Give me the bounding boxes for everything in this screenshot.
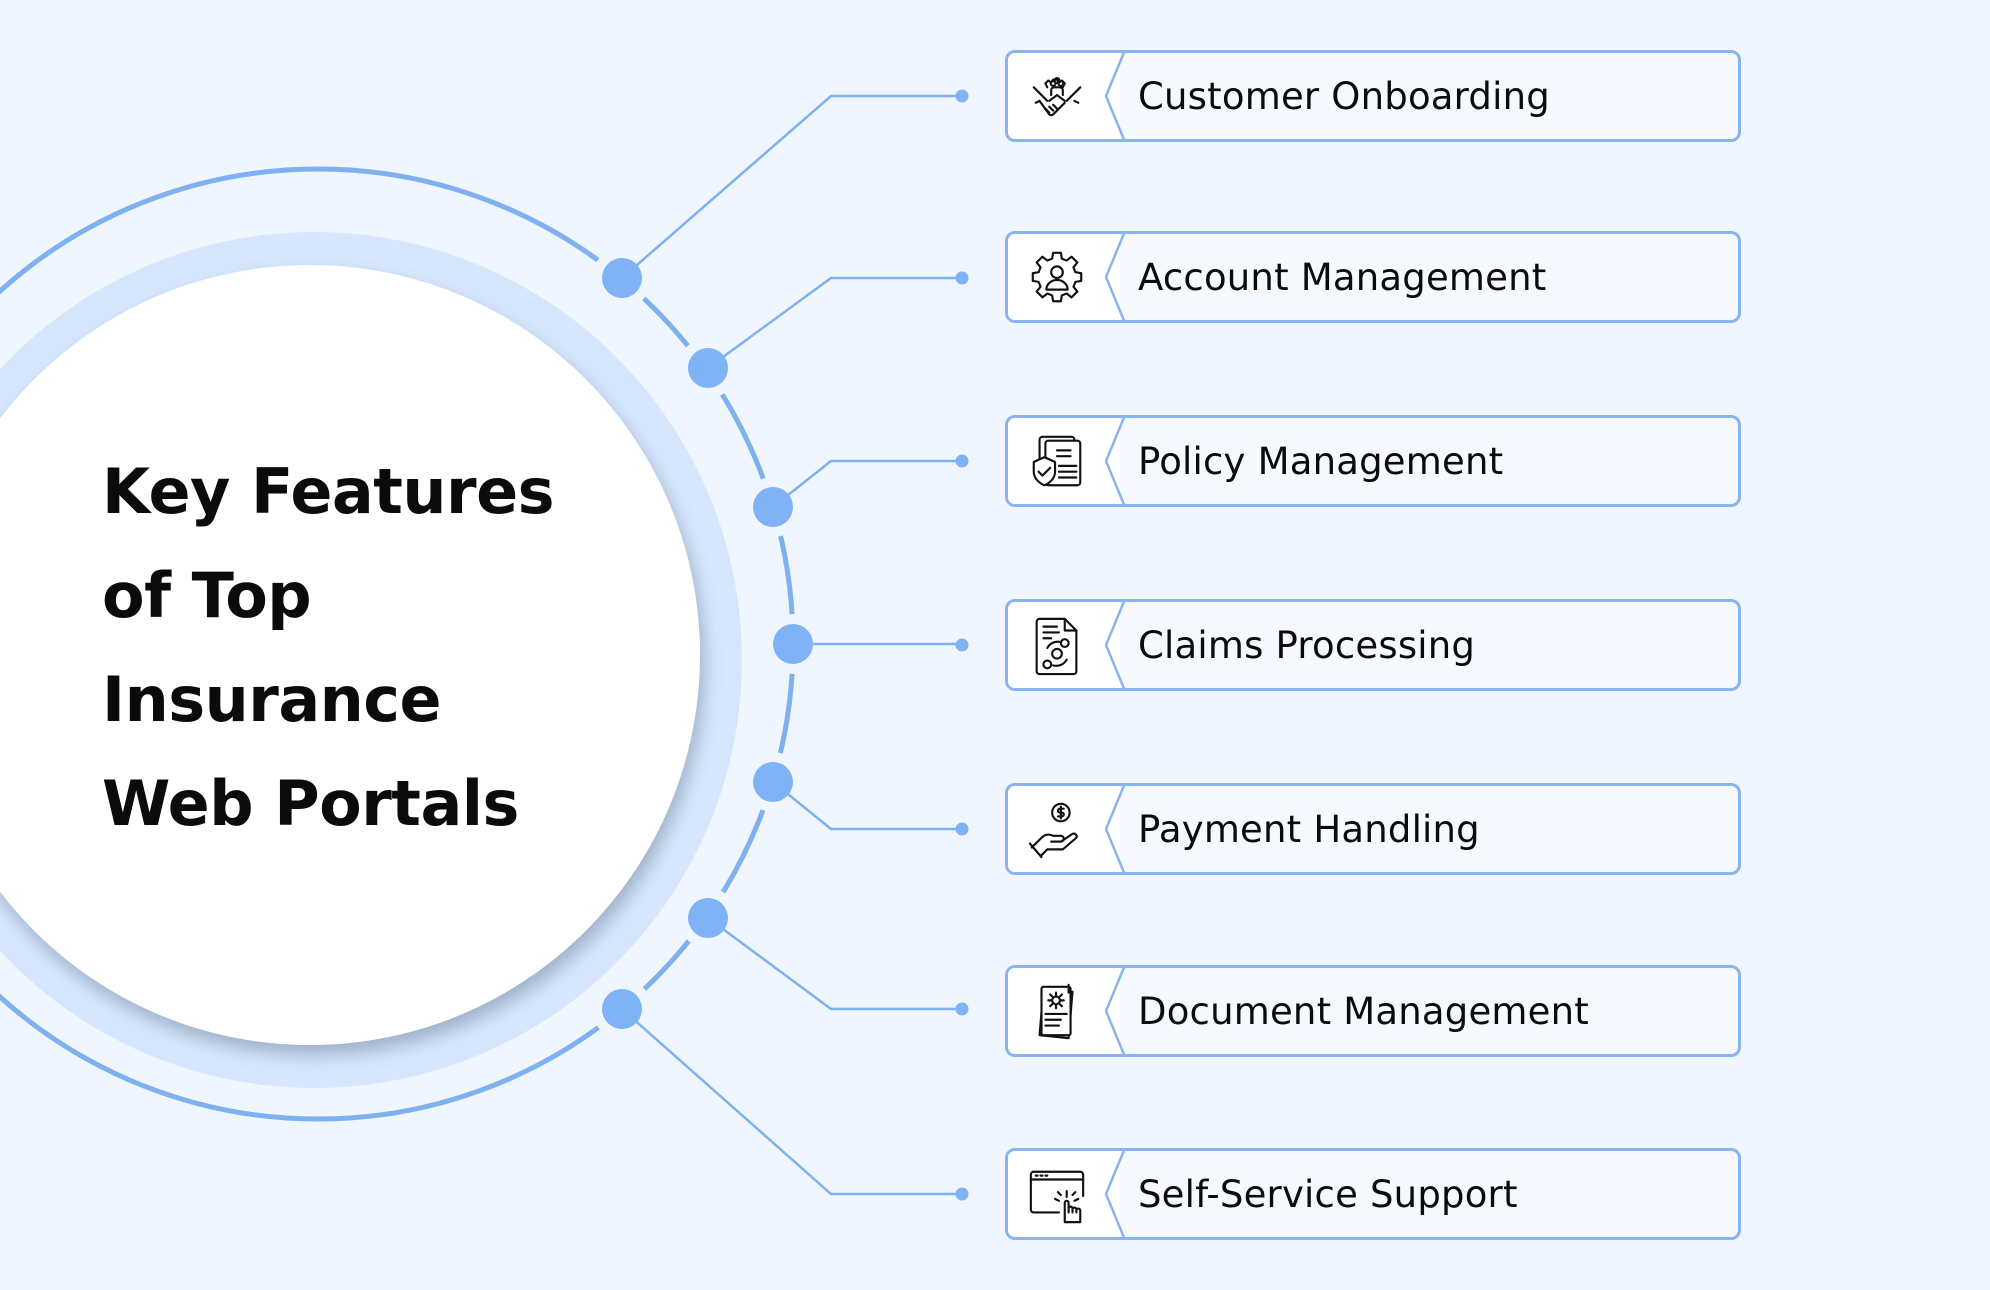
ring-dot-4 (773, 624, 813, 664)
feature-policy-management: Policy Management (1005, 415, 1741, 507)
feature-payment-handling: Payment Handling (1005, 783, 1741, 875)
feature-account-management: Account Management (1005, 231, 1741, 323)
ring-dot-7 (602, 989, 642, 1029)
claims-document-cycle-icon (1035, 617, 1078, 676)
feature-label: Document Management (1138, 989, 1589, 1033)
connector-2 (707, 276, 962, 370)
ring-dot-2 (688, 348, 728, 388)
document-gear-stack-icon (1038, 983, 1074, 1040)
ring-dot-6 (688, 898, 728, 938)
title-line-1: Key Features (102, 455, 555, 528)
connectors (621, 94, 962, 1196)
ring-dot-3 (753, 487, 793, 527)
ring-dot-5 (753, 762, 793, 802)
handshake-gear-icon (1032, 77, 1082, 117)
connector-6 (707, 916, 962, 1011)
feature-label: Account Management (1138, 255, 1547, 299)
feature-label: Policy Management (1138, 439, 1504, 483)
chevron-divider (1096, 786, 1126, 872)
feature-customer-onboarding: Customer Onboarding (1005, 50, 1741, 142)
connector-1 (621, 94, 962, 279)
ring-dots (602, 258, 813, 1029)
title-line-2: of Top (102, 559, 312, 632)
feature-label: Payment Handling (1138, 807, 1480, 851)
chevron-divider (1096, 234, 1126, 320)
chevron-divider (1096, 968, 1126, 1054)
feature-claims-processing: Claims Processing (1005, 599, 1741, 691)
feature-document-management: Document Management (1005, 965, 1741, 1057)
feature-self-service-support: Self-Service Support (1005, 1148, 1741, 1240)
end-dots (955, 89, 969, 1201)
user-gear-icon (1031, 251, 1083, 303)
feature-label: Self-Service Support (1138, 1172, 1518, 1216)
chevron-divider (1096, 602, 1126, 688)
chevron-divider (1096, 418, 1126, 504)
chevron-divider (1096, 1151, 1126, 1237)
title-line-3: Insurance (102, 663, 442, 736)
browser-click-hand-icon (1029, 1170, 1085, 1224)
connector-3 (772, 459, 962, 508)
connector-7 (621, 1008, 962, 1196)
feature-label: Claims Processing (1138, 623, 1476, 667)
ring-dot-1 (602, 258, 642, 298)
policy-shield-document-icon (1032, 435, 1082, 487)
page-title: Key Features of Top Insurance Web Portal… (102, 440, 555, 856)
title-line-4: Web Portals (102, 767, 519, 840)
hand-dollar-coin-icon (1028, 802, 1078, 859)
center-circle (0, 265, 700, 1045)
chevron-divider (1096, 53, 1126, 139)
feature-label: Customer Onboarding (1138, 74, 1550, 118)
connector-5 (772, 781, 962, 831)
